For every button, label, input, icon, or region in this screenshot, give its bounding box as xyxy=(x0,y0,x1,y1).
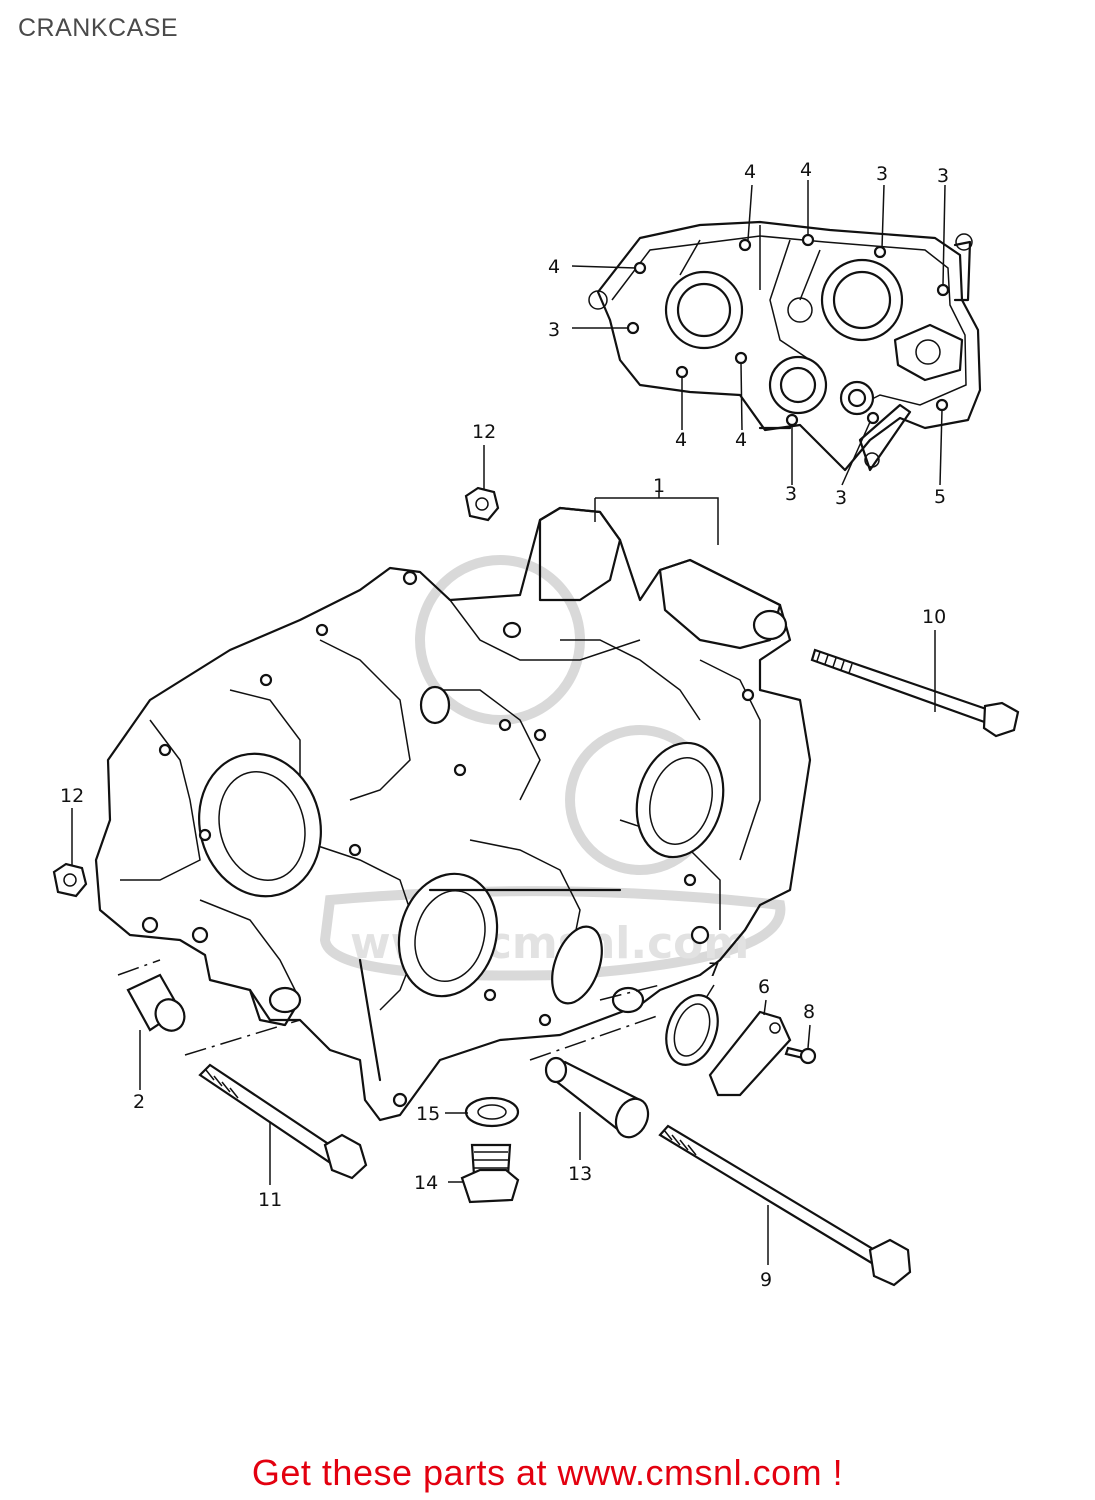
callout-14: 14 xyxy=(414,1172,438,1194)
callout-7: 7 xyxy=(708,959,720,981)
callout-3: 3 xyxy=(785,483,797,505)
callout-labels: 4 4 3 3 4 3 4 4 3 3 5 12 1 10 12 7 6 8 2… xyxy=(60,159,949,1291)
dowel-2 xyxy=(126,973,186,1032)
callout-4: 4 xyxy=(735,429,747,451)
footer-link[interactable]: Get these parts at www.cmsnl.com ! xyxy=(251,1452,844,1493)
nut-12-left xyxy=(52,862,88,898)
callout-4: 4 xyxy=(675,429,687,451)
callout-1: 1 xyxy=(653,475,665,497)
callout-4: 4 xyxy=(744,161,756,183)
nut-12-top xyxy=(464,486,500,522)
callout-8: 8 xyxy=(803,1001,815,1023)
callout-2: 2 xyxy=(133,1091,145,1113)
callout-9: 9 xyxy=(760,1269,772,1291)
watermark: www.cmsnl.com xyxy=(319,555,786,981)
cover-6 xyxy=(708,1010,792,1097)
pin-13 xyxy=(544,1056,650,1139)
drain-plug-14 xyxy=(460,1143,520,1204)
callout-12: 12 xyxy=(472,421,496,443)
page-title: CRANKCASE xyxy=(18,14,179,42)
bolt-10 xyxy=(810,648,1020,738)
bolt-9 xyxy=(658,1124,912,1287)
screw-8 xyxy=(784,1046,817,1065)
crankcase xyxy=(94,506,812,1122)
callout-3: 3 xyxy=(548,319,560,341)
washer-15 xyxy=(464,1096,520,1128)
o-ring-7 xyxy=(665,994,719,1066)
callout-13: 13 xyxy=(568,1163,592,1185)
callout-4: 4 xyxy=(800,159,812,181)
callout-3: 3 xyxy=(876,163,888,185)
callout-10: 10 xyxy=(922,606,946,628)
callout-11: 11 xyxy=(258,1189,282,1211)
callout-3: 3 xyxy=(937,165,949,187)
inset-leaders xyxy=(571,180,946,486)
callout-6: 6 xyxy=(758,976,770,998)
callout-4: 4 xyxy=(548,256,560,278)
callout-15: 15 xyxy=(416,1103,440,1125)
crankcase-inner-view xyxy=(588,220,982,472)
callout-5: 5 xyxy=(934,486,946,508)
bolt-11 xyxy=(198,1063,368,1180)
callout-3: 3 xyxy=(835,487,847,509)
callout-12: 12 xyxy=(60,785,84,807)
main-leaders xyxy=(71,445,936,1265)
